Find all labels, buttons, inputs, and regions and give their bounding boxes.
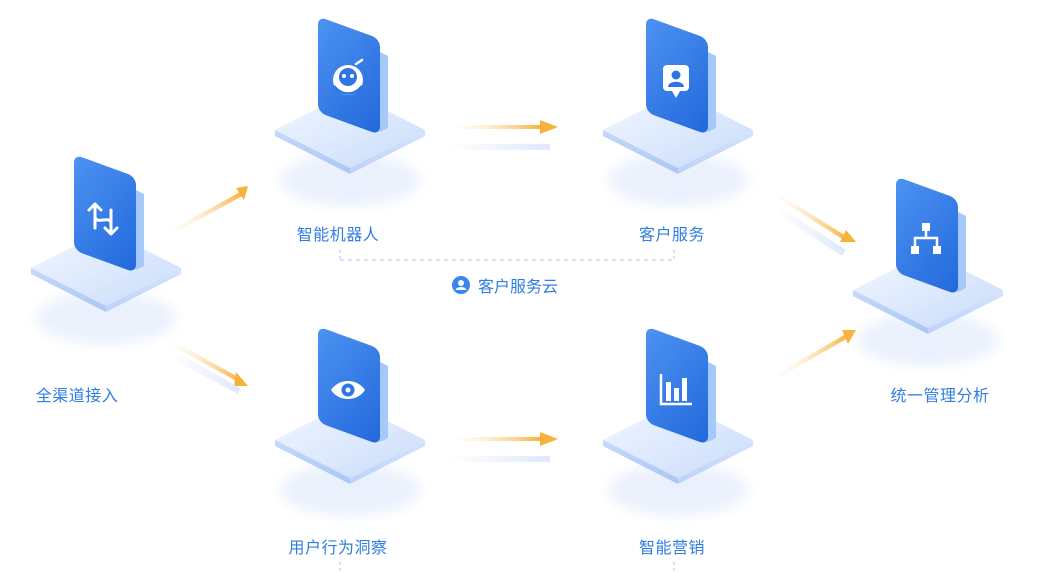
- arrow-omnichannel-to-robot: [160, 186, 248, 240]
- service-cloud-bracket: [339, 250, 675, 572]
- bar-chart-icon: [659, 374, 692, 406]
- org-chart-icon: [911, 223, 941, 254]
- node-omnichannel: [31, 154, 181, 344]
- label-marketing: 智能营销: [638, 538, 706, 557]
- connector-arrows: [158, 120, 856, 462]
- node-robot: [275, 16, 425, 206]
- label-analysis: 统一管理分析: [890, 386, 990, 405]
- node-insight: [275, 326, 425, 516]
- arrow-robot-to-service: [440, 120, 558, 150]
- arrow-service-to-analysis: [764, 186, 856, 256]
- node-service: [603, 16, 753, 206]
- swap-arrows-icon: [87, 202, 119, 236]
- label-service: 客户服务: [638, 225, 706, 244]
- label-omnichannel: 全渠道接入: [35, 386, 119, 405]
- robot-icon: [333, 58, 364, 95]
- node-marketing: [603, 326, 753, 516]
- service-cloud-label: 客户服务云: [451, 273, 559, 297]
- chat-user-icon: [663, 65, 689, 98]
- eye-icon: [331, 381, 365, 399]
- label-robot: 智能机器人: [296, 225, 380, 244]
- arrow-marketing-to-analysis: [766, 330, 856, 384]
- user-circle-icon: [451, 276, 470, 294]
- service-cloud-text: 客户服务云: [477, 277, 559, 296]
- node-analysis: [853, 176, 1003, 366]
- arrow-omnichannel-to-insight: [158, 334, 248, 394]
- arrow-insight-to-marketing: [440, 432, 558, 462]
- label-insight: 用户行为洞察: [288, 538, 388, 557]
